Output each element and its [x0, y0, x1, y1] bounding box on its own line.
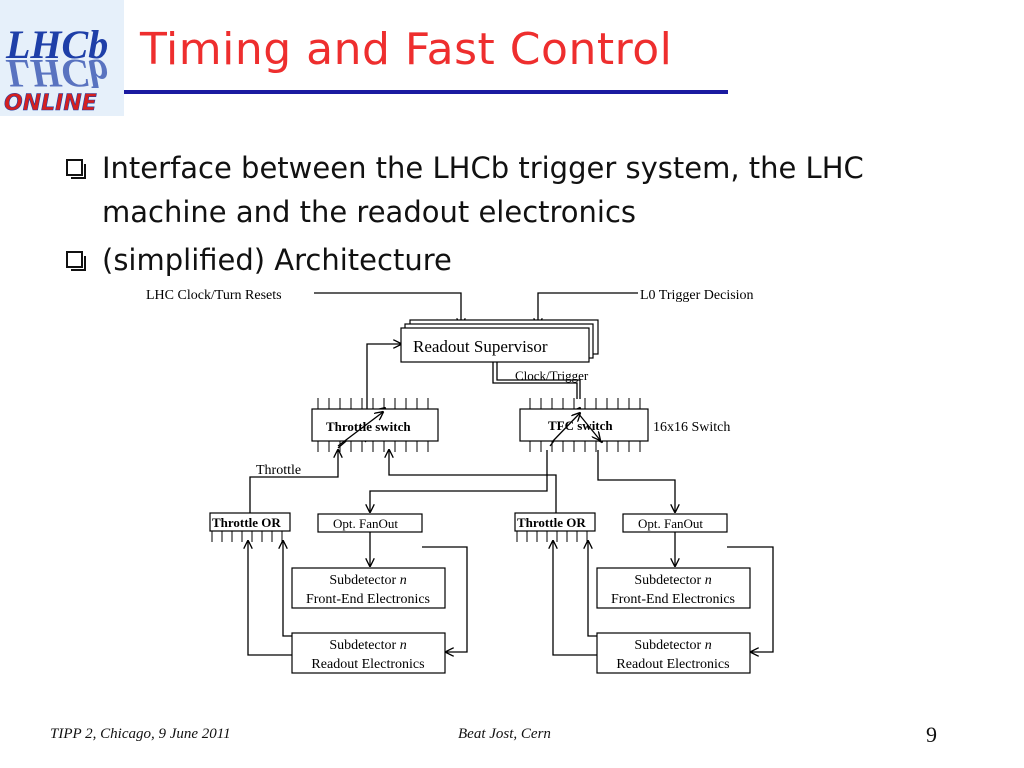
subdetector-fe-left-desc: Front-End Electronics	[306, 592, 430, 607]
throttle-or-left-box	[209, 512, 291, 532]
bullet-item: Interface between the LHCb trigger syste…	[62, 146, 962, 234]
subdetector-ro-right-box	[596, 632, 751, 674]
lhcb-online-logo: LHCb LHCb ONLINE	[0, 0, 124, 116]
opt-fanout-left-label: Opt. FanOut	[333, 516, 398, 531]
footer-author: Beat Jost, Cern	[458, 726, 551, 742]
footer-conference: TIPP 2, Chicago, 9 June 2011	[50, 726, 231, 742]
tfc-switch-ticks-top	[529, 398, 641, 410]
throttle-or-right-box	[514, 512, 596, 532]
clock-input-arrow	[314, 292, 461, 326]
throttle-to-rs-arrow	[366, 344, 401, 412]
trigger-input-arrow	[538, 292, 638, 326]
subdetector-fe-right-box	[596, 567, 751, 609]
throttle-or-right-label: Throttle OR	[517, 515, 586, 530]
fanout-to-ro-left-arrow	[422, 546, 468, 652]
subdetector-fe-left-title: Subdetector n	[329, 573, 406, 588]
tfc-switch-label: TFC switch	[548, 418, 613, 433]
readout-supervisor-label: Readout Supervisor	[413, 337, 548, 356]
subdetector-fe-right-desc: Front-End Electronics	[611, 592, 735, 607]
fe-to-throttle-or-left-arrow	[283, 541, 292, 637]
ro-to-throttle-or-left-arrow	[248, 541, 292, 656]
tfc-switch-box	[519, 408, 649, 442]
subdetector-fe-left-box	[291, 567, 446, 609]
opt-fanout-left-box	[317, 513, 423, 533]
slide-title: Timing and Fast Control	[140, 24, 673, 75]
subdetector-ro-right-title: Subdetector n	[634, 638, 711, 653]
fe-to-throttle-or-right-arrow	[588, 541, 597, 637]
bullet-text: (simplified) Architecture	[102, 243, 452, 277]
throttle-switch-ticks-top	[317, 398, 429, 410]
logo-text-lhcb: LHCb	[5, 22, 108, 67]
readout-supervisor	[400, 319, 599, 363]
switch-size-label: 16x16 Switch	[653, 420, 730, 435]
subdetector-ro-left-title: Subdetector n	[329, 638, 406, 653]
subdetector-ro-left-desc: Readout Electronics	[311, 657, 424, 672]
tfc-to-fanout-left-arrow	[370, 450, 548, 512]
throttle-or-to-switch-arrow	[249, 450, 338, 513]
lhc-clock-label: LHC Clock/Turn Resets	[146, 288, 282, 303]
throttle-or-left-ticks	[211, 530, 283, 542]
throttle-or-left-label: Throttle OR	[212, 515, 281, 530]
title-underline	[124, 90, 728, 94]
subdetector-fe-right-title: Subdetector n	[634, 573, 711, 588]
throttle-switch-label: Throttle switch	[326, 419, 411, 434]
bullet-list: Interface between the LHCb trigger syste…	[62, 146, 962, 286]
throttle-switch-ticks-bottom	[317, 440, 429, 452]
tfc-to-fanout-right-arrow	[597, 450, 675, 512]
tfc-switch-ticks-bottom	[529, 440, 641, 452]
subdetector-ro-left-box	[291, 632, 446, 674]
logo-text-online: ONLINE	[4, 91, 97, 116]
page-number: 9	[926, 722, 937, 747]
bullet-text: Interface between the LHCb trigger syste…	[102, 151, 864, 229]
bullet-item: (simplified) Architecture	[62, 238, 962, 282]
opt-fanout-right-label: Opt. FanOut	[638, 516, 703, 531]
checkbox-bullet-icon	[66, 159, 86, 179]
checkbox-bullet-icon	[66, 251, 86, 271]
ro-to-throttle-or-right-arrow	[553, 541, 597, 656]
fanout-to-ro-right-arrow	[727, 546, 774, 652]
logo-text-mirror: LHCb	[5, 51, 108, 96]
throttle-or-right-arrow	[389, 450, 557, 513]
throttle-label: Throttle	[256, 463, 301, 478]
subdetector-ro-right-desc: Readout Electronics	[616, 657, 729, 672]
rs-to-tfc-line-2	[496, 362, 581, 399]
clock-trigger-label: Clock/Trigger	[515, 368, 589, 383]
l0-trigger-label: L0 Trigger Decision	[640, 288, 754, 303]
throttle-or-right-ticks	[516, 530, 588, 542]
rs-to-tfc-line	[492, 362, 578, 399]
opt-fanout-right-box	[622, 513, 728, 533]
